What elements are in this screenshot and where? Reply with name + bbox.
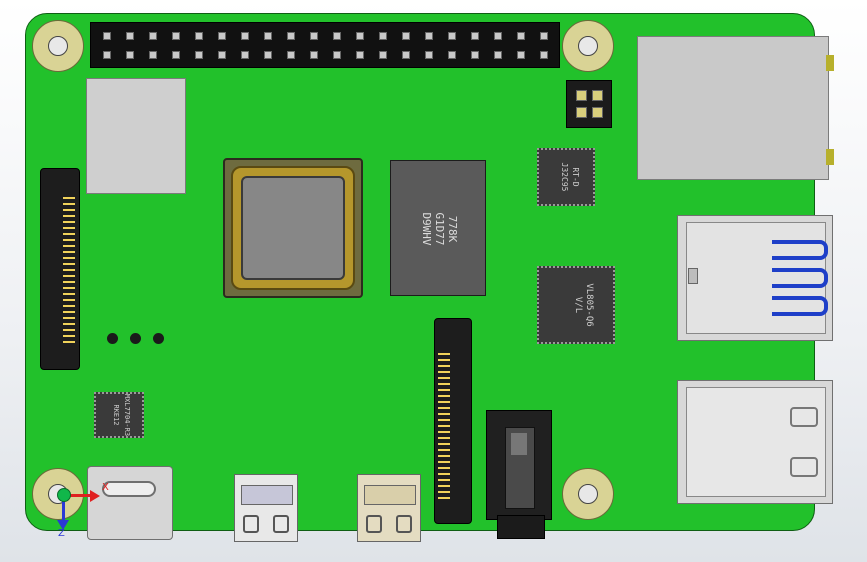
ethernet-jack bbox=[637, 36, 834, 180]
gpio-pin bbox=[355, 31, 364, 40]
usb2-stacked-port bbox=[677, 380, 833, 504]
led-dot-3 bbox=[153, 333, 164, 344]
gpio-pin bbox=[424, 31, 433, 40]
gpio-pin bbox=[286, 31, 295, 40]
gpio-pin bbox=[447, 31, 456, 40]
gpio-pin bbox=[125, 31, 134, 40]
z-axis-label: Z bbox=[58, 528, 65, 539]
gpio-pin bbox=[516, 50, 525, 59]
mounting-hole-bottom-right bbox=[562, 468, 614, 520]
gpio-pin bbox=[309, 31, 318, 40]
gpio-pin bbox=[355, 50, 364, 59]
gpio-pin bbox=[401, 50, 410, 59]
gpio-pin bbox=[470, 31, 479, 40]
pmic-marking: MXL7704-R3 RKE12 bbox=[112, 393, 131, 437]
usb3-blue-tongue-1 bbox=[772, 240, 828, 260]
gpio-pin bbox=[148, 31, 157, 40]
ethernet-phy-chip: RT-D J32C95 bbox=[537, 148, 595, 206]
usb3-stacked-port bbox=[677, 215, 833, 341]
gpio-pin bbox=[240, 31, 249, 40]
axis-triad: X Z bbox=[50, 482, 110, 542]
micro-hdmi-port-0 bbox=[234, 474, 298, 542]
gpio-pin bbox=[539, 31, 548, 40]
gpio-pin bbox=[378, 50, 387, 59]
gpio-pin bbox=[263, 50, 272, 59]
wireless-module-shield bbox=[86, 78, 186, 194]
gpio-pin bbox=[309, 50, 318, 59]
gpio-pin bbox=[493, 31, 502, 40]
gpio-pin bbox=[240, 50, 249, 59]
z-axis-arrow bbox=[62, 496, 65, 522]
gpio-pin bbox=[125, 50, 134, 59]
camera-ffc-connector bbox=[434, 318, 472, 524]
usb-controller-chip: VL805-Q6 V/L bbox=[537, 266, 615, 344]
gpio-pin bbox=[171, 31, 180, 40]
gpio-pin bbox=[470, 50, 479, 59]
gpio-pin bbox=[102, 31, 111, 40]
ethernet-phy-marking: RT-D J32C95 bbox=[560, 162, 580, 192]
display-ffc-connector bbox=[40, 168, 80, 370]
gpio-pin bbox=[332, 31, 341, 40]
x-axis-arrow bbox=[64, 494, 92, 497]
gpio-pin bbox=[217, 50, 226, 59]
micro-hdmi-port-1 bbox=[357, 474, 421, 542]
mounting-hole-top-left bbox=[32, 20, 84, 72]
gpio-pin bbox=[447, 50, 456, 59]
gpio-pin bbox=[401, 31, 410, 40]
usb3-blue-tongue-2 bbox=[772, 268, 828, 288]
gpio-pin bbox=[286, 50, 295, 59]
gpio-header bbox=[90, 22, 560, 68]
usb-controller-marking: VL805-Q6 V/L bbox=[573, 283, 594, 327]
usb3-blue-tongue-3 bbox=[772, 296, 828, 316]
gpio-pin bbox=[493, 50, 502, 59]
gpio-pin bbox=[332, 50, 341, 59]
ram-chip-marking: 778K G1D77 D9WHV bbox=[420, 212, 459, 246]
usb-c-power-port bbox=[87, 466, 173, 540]
gpio-pin bbox=[194, 50, 203, 59]
led-dot-1 bbox=[107, 333, 118, 344]
gpio-pin bbox=[217, 31, 226, 40]
pmic-chip: MXL7704-R3 RKE12 bbox=[94, 392, 144, 438]
gpio-pin bbox=[378, 31, 387, 40]
gpio-pin bbox=[148, 50, 157, 59]
gpio-pin bbox=[516, 31, 525, 40]
gpio-pin bbox=[171, 50, 180, 59]
gpio-pin bbox=[194, 31, 203, 40]
soc-package bbox=[223, 158, 363, 298]
gpio-pin bbox=[102, 50, 111, 59]
gpio-pin bbox=[424, 50, 433, 59]
poe-header bbox=[566, 80, 612, 128]
gpio-pin bbox=[263, 31, 272, 40]
x-axis-label: X bbox=[102, 482, 109, 493]
ram-chip: 778K G1D77 D9WHV bbox=[390, 160, 486, 296]
led-dot-2 bbox=[130, 333, 141, 344]
mounting-hole-top-right bbox=[562, 20, 614, 72]
audio-jack bbox=[486, 410, 552, 539]
gpio-pin bbox=[539, 50, 548, 59]
